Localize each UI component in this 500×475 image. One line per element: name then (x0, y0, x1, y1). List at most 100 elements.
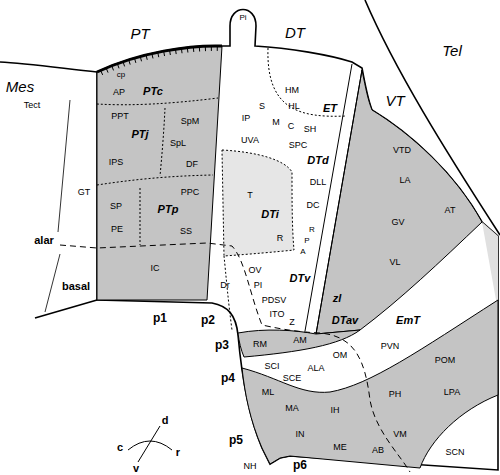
region-label: PDSV (262, 296, 287, 305)
tick-mark (193, 47, 194, 52)
region-label: PVN (381, 342, 400, 351)
region-label: AP (113, 88, 125, 97)
region-label: OV (248, 266, 261, 275)
region-label: GT (78, 188, 91, 197)
region-label: ET (323, 103, 337, 114)
region-label: ME (333, 443, 347, 452)
region-label: PE (111, 225, 123, 234)
region-label: DLL (310, 178, 327, 187)
pretectum-region (97, 46, 222, 300)
region-label: ALA (307, 364, 324, 373)
region-label: PT (130, 26, 149, 41)
subdivision-lines (97, 48, 346, 330)
region-label: DT (285, 25, 305, 40)
region-label: SCI (264, 362, 279, 371)
tel-border (365, 0, 500, 235)
region-label: S (259, 102, 265, 111)
region-label: ITO (270, 310, 285, 319)
tick-mark (101, 70, 103, 75)
region-label: Z (289, 318, 295, 327)
region-label: OM (333, 351, 348, 360)
bracket-line (45, 254, 60, 312)
region-label: DF (186, 160, 198, 169)
dti-region (222, 150, 294, 256)
region-label: IP (242, 114, 251, 123)
region-label: p4 (221, 372, 235, 384)
tick-mark (140, 56, 141, 61)
zl-border (305, 64, 352, 331)
region-label: SS (180, 227, 192, 236)
region-label: basal (62, 281, 90, 292)
region-label: DTav (332, 315, 359, 326)
region-label: MA (285, 404, 299, 413)
compass-axis (138, 426, 160, 462)
region-label: UVA (241, 136, 259, 145)
region-label: VL (389, 258, 400, 267)
region-label: Dr (220, 281, 230, 290)
zl-border (316, 70, 362, 334)
region-label: AB (372, 446, 384, 455)
region-label: zl (333, 293, 342, 304)
tick-mark (129, 60, 130, 65)
mes-border (35, 300, 97, 318)
region-label: Tect (24, 101, 41, 110)
region-label: SCN (445, 448, 464, 457)
region-label: M (272, 118, 280, 127)
region-label: P (304, 237, 309, 245)
vt-region (316, 70, 482, 334)
region-label: PI (254, 281, 263, 290)
region-label: SCE (283, 374, 302, 383)
region-label: PTc (143, 86, 163, 97)
region-label: alar (34, 235, 54, 246)
region-label: DTv (290, 273, 311, 284)
region-label: SH (304, 125, 317, 134)
region-label: p5 (229, 434, 243, 446)
region-label: R (309, 226, 315, 234)
tick-mark (181, 48, 183, 53)
region-label: SP (110, 202, 122, 211)
region-label: d (162, 415, 169, 426)
bracket-line (58, 100, 70, 232)
region-label: IH (331, 406, 340, 415)
tick-mark (217, 46, 218, 51)
tick-mark (199, 47, 200, 52)
tick-mark (211, 46, 212, 51)
region-label: POM (435, 356, 456, 365)
region-label: LPA (444, 388, 460, 397)
region-label: HM (285, 86, 299, 95)
region-label: VM (393, 430, 407, 439)
region-label: AT (445, 206, 456, 215)
alar-basal-boundary (60, 243, 410, 472)
region-label: r (176, 447, 180, 458)
region-label: NH (244, 462, 257, 471)
tick-mark (152, 54, 153, 59)
commissure-roof (97, 46, 222, 72)
tick-mark (163, 51, 165, 56)
region-label: SpL (170, 139, 186, 148)
region-label: PTp (158, 204, 179, 215)
region-label: PH (389, 390, 402, 399)
region-label: Tel (442, 43, 461, 58)
region-label: DTi (261, 209, 279, 220)
tick-mark (187, 48, 189, 53)
region-label: DTd (307, 155, 328, 166)
region-label: AM (293, 336, 307, 345)
tick-mark (112, 66, 114, 71)
region-label: v (133, 463, 139, 474)
region-label: VT (385, 93, 404, 108)
tick-mark (175, 49, 177, 54)
region-label: EmT (396, 315, 420, 326)
tick-mark (205, 46, 206, 51)
tick-mark (169, 50, 171, 55)
tick-mark (134, 58, 135, 63)
region-label: C (288, 122, 295, 131)
region-label: p3 (215, 339, 229, 351)
region-label: T (247, 191, 253, 200)
tick-mark (106, 68, 108, 73)
region-label: GV (391, 218, 404, 227)
region-label: PPT (111, 112, 129, 121)
region-label: LA (399, 176, 410, 185)
region-label: IPS (109, 158, 124, 167)
tick-mark (146, 55, 147, 60)
